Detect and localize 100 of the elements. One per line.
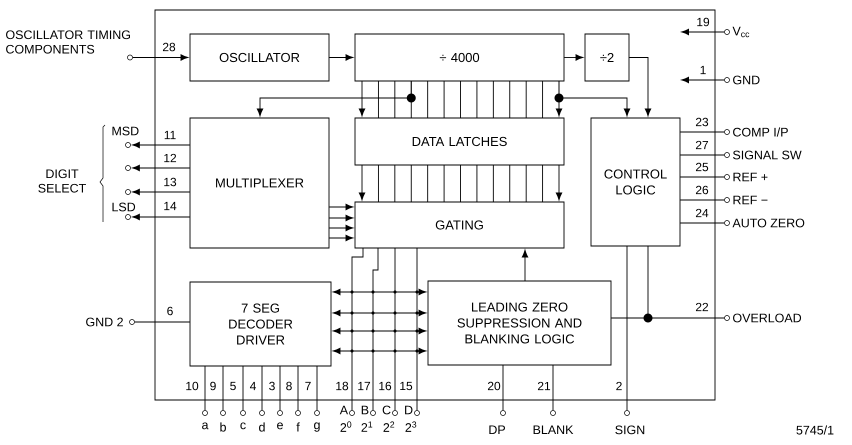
pin-number: 8 [285, 381, 293, 391]
connector [522, 250, 528, 281]
connector [444, 81, 445, 118]
connector [427, 81, 428, 118]
connector [629, 57, 652, 116]
connector [526, 165, 527, 202]
block-box: MULTIPLEXER [190, 118, 330, 248]
pin-label: 2$^{0}$ [340, 421, 352, 432]
block-box: GATING [354, 202, 564, 248]
block-box: DATA LATCHES [354, 118, 564, 166]
connector [204, 366, 206, 411]
connector [394, 81, 396, 118]
connector [329, 234, 354, 242]
connector [509, 165, 510, 202]
pin-label: a [202, 422, 208, 430]
pin-label: OSCILLATOR TIMING COMPONENTS [6, 30, 130, 54]
connector [332, 348, 426, 354]
pin-number: 2 [615, 381, 623, 391]
block-box: 7 SEG DECODER DRIVER [190, 282, 332, 366]
connector [626, 246, 628, 411]
connector [332, 328, 426, 334]
pin-label: REF + [733, 172, 768, 182]
chip-outline [154, 10, 716, 400]
pin-number: 13 [162, 177, 178, 187]
pin-number: 15 [398, 381, 414, 391]
pin-label: V$_{cc}$ [732, 26, 750, 38]
pin-label: SIGNAL SW [733, 150, 802, 160]
pin-number: 25 [694, 162, 710, 172]
connector [476, 165, 478, 202]
block-box: CONTROL LOGIC [590, 118, 680, 246]
pin-label: DP [489, 425, 505, 434]
pin-label: OVERLOAD [733, 314, 802, 322]
connector [416, 248, 418, 411]
connector [332, 310, 426, 316]
pin-number: 5 [229, 381, 237, 391]
pin-label: BLANK [534, 425, 574, 434]
pin-label: LSD [112, 202, 136, 212]
connector [476, 81, 478, 118]
pin-number: 27 [694, 140, 710, 150]
connector [410, 81, 412, 118]
block-box: ÷ 4000 [354, 34, 564, 82]
connector [332, 288, 426, 296]
pin-label: COMP I/P [733, 127, 788, 137]
block-box: LEADING ZERO SUPPRESSION AND BLANKING LOGIC [428, 280, 612, 366]
pin-label: g [314, 422, 320, 432]
pin-label: d [259, 422, 265, 432]
connector [681, 28, 725, 36]
side-label: DIGIT SELECT [38, 169, 86, 193]
connector [680, 176, 725, 178]
connector [378, 81, 379, 118]
connector [526, 81, 527, 118]
connector [680, 154, 725, 156]
connector [372, 248, 378, 411]
connector [558, 81, 630, 116]
connector [552, 365, 554, 411]
connector [427, 165, 428, 202]
connector [556, 165, 562, 200]
connector [132, 188, 190, 196]
connector [378, 165, 379, 202]
connector [648, 246, 725, 318]
connector [444, 165, 445, 202]
pin-number: 16 [378, 381, 392, 391]
connector [329, 224, 354, 232]
pin-label: 2$^{1}$ [362, 421, 372, 432]
pin-label: B [362, 406, 368, 414]
connector [329, 214, 354, 222]
pin-number: 24 [694, 208, 710, 218]
pin-label: c [240, 422, 246, 430]
connector [509, 81, 510, 118]
pin-terminal [125, 165, 131, 171]
pin-number: 3 [268, 381, 276, 391]
pin-label: e [277, 422, 283, 430]
connector [132, 214, 190, 220]
pin-number: 21 [536, 381, 552, 391]
pin-number: 12 [162, 153, 178, 163]
pin-number: 22 [694, 302, 710, 312]
figure-number: 5745/1 [796, 425, 834, 435]
pin-number: 14 [162, 201, 178, 211]
connector [352, 248, 364, 411]
pin-label: D [405, 406, 412, 414]
connector [410, 165, 412, 202]
connector [681, 76, 725, 84]
connector [460, 81, 461, 118]
pin-label: AUTO ZERO [732, 218, 804, 228]
pin-label: REF − [733, 196, 768, 204]
pin-number: 20 [486, 381, 502, 391]
connector [222, 366, 224, 411]
pin-number: 11 [163, 130, 177, 140]
pin-label: A [340, 406, 348, 414]
pin-terminal [125, 189, 131, 195]
pin-number: 18 [334, 381, 350, 391]
pin-number: 26 [694, 185, 710, 195]
connector [329, 204, 354, 210]
connector [564, 54, 584, 61]
block-box: OSCILLATOR [190, 34, 330, 82]
pin-label: 2$^{3}$ [406, 421, 416, 432]
pin-label: C [382, 406, 391, 414]
connector [542, 165, 544, 202]
pin-label: SIGN [615, 425, 644, 434]
pin-number: 17 [356, 381, 372, 391]
